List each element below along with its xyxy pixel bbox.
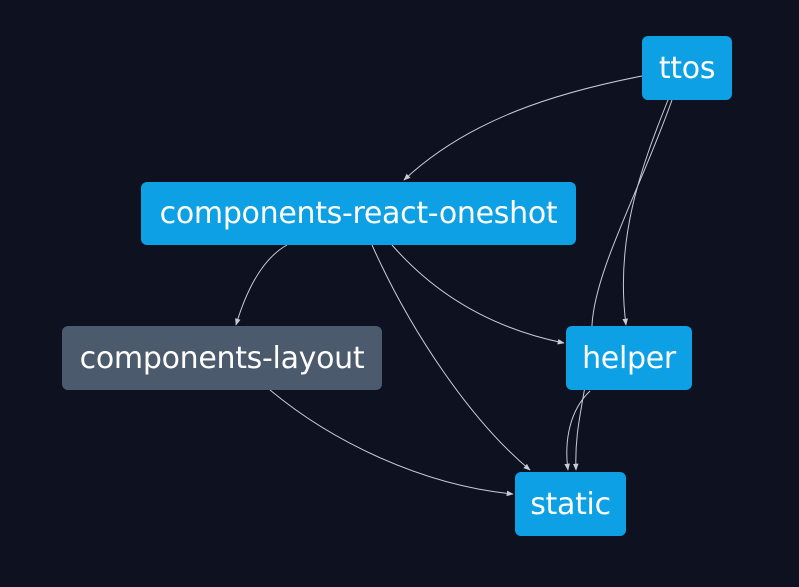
node-components-layout[interactable]: components-layout bbox=[62, 326, 382, 390]
edge-helper-to-static bbox=[564, 390, 591, 471]
edge-ttos-to-static bbox=[572, 99, 673, 471]
edge-components-react-oneshot-to-helper bbox=[391, 244, 565, 345]
node-components-react-oneshot[interactable]: components-react-oneshot bbox=[141, 182, 576, 245]
edge-components-layout-to-static bbox=[269, 389, 514, 497]
edge-ttos-to-helper bbox=[622, 99, 669, 326]
edge-components-react-oneshot-to-components-layout bbox=[235, 244, 288, 326]
node-ttos[interactable]: ttos bbox=[642, 36, 732, 100]
node-helper[interactable]: helper bbox=[566, 326, 692, 390]
node-static[interactable]: static bbox=[515, 472, 626, 536]
edge-components-react-oneshot-to-static bbox=[371, 244, 531, 471]
edge-ttos-to-components-react-oneshot bbox=[403, 75, 643, 181]
